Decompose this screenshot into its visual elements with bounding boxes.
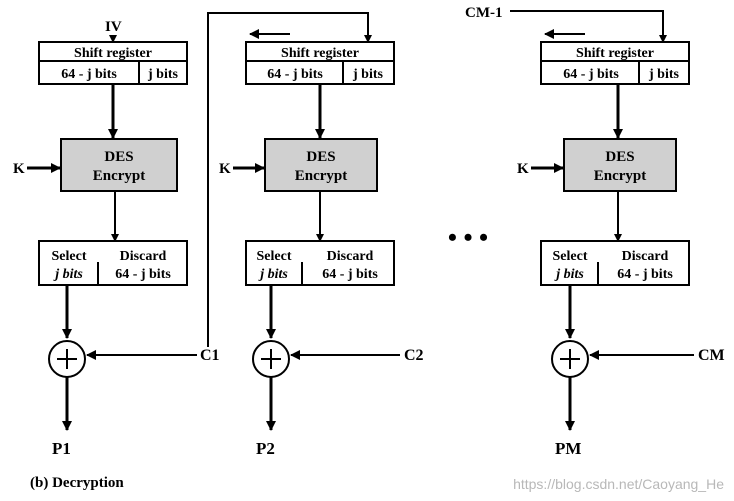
select-discard-box-m [540, 240, 690, 286]
key-label-2: K [219, 161, 231, 177]
shift-register-left-2: 64 - j bits [267, 67, 323, 82]
discard-label-1: Discard [120, 249, 167, 264]
des-encrypt-box-m [563, 138, 677, 192]
ciphertext-label-2: C2 [404, 347, 424, 364]
discard-label-2: Discard [327, 249, 374, 264]
des-label-m: DES [605, 149, 634, 165]
xor-circle-plus-icon [551, 340, 589, 378]
shift-register-left-m: 64 - j bits [563, 67, 619, 82]
select-discard-box-1 [38, 240, 188, 286]
select-bits-label-2: j bits [258, 267, 288, 282]
shift-register-title-m: Shift register [576, 46, 654, 61]
shift-register-right-1: j bits [147, 67, 179, 82]
select-label-2: Select [257, 249, 292, 264]
discard-bits-label-1: 64 - j bits [115, 267, 171, 282]
stage-2: Shift register 64 - j bits j bits DES En… [219, 29, 424, 458]
des-label-2: DES [306, 149, 335, 165]
select-bits-label-1: j bits [53, 267, 83, 282]
shift-register-box-2 [245, 41, 395, 85]
shift-register-box-1 [38, 41, 188, 85]
plaintext-label-1: P1 [52, 439, 71, 458]
ellipsis-dots: • • • [448, 223, 488, 252]
ciphertext-label-m: CM [698, 347, 725, 364]
plaintext-label-m: PM [555, 439, 581, 458]
shift-register-left-1: 64 - j bits [61, 67, 117, 82]
shift-register-title-2: Shift register [281, 46, 359, 61]
shift-register-box-m [540, 41, 690, 85]
stage-1: IV Shift register 64 - j bits j bits DES… [13, 12, 372, 458]
plaintext-label-2: P2 [256, 439, 275, 458]
select-label-1: Select [52, 249, 87, 264]
watermark-url: https://blog.csdn.net/Caoyang_He [513, 476, 724, 492]
feedback-line-cm1 [510, 10, 667, 43]
stage-m: CM-1 Shift register 64 - j bits j bits D… [465, 5, 725, 458]
des-encrypt-label-1: Encrypt [93, 168, 146, 184]
des-label-1: DES [104, 149, 133, 165]
key-label-m: K [517, 161, 529, 177]
des-encrypt-label-m: Encrypt [594, 168, 647, 184]
ciphertext-label-1: C1 [200, 347, 220, 364]
shift-register-title-1: Shift register [74, 46, 152, 61]
key-label-1: K [13, 161, 25, 177]
select-label-m: Select [553, 249, 588, 264]
feedback-line-c1 [207, 12, 372, 347]
figure-caption: (b) Decryption [30, 475, 124, 491]
xor-circle-plus-icon [252, 340, 290, 378]
discard-label-m: Discard [622, 249, 669, 264]
prev-cipher-label: CM-1 [465, 5, 503, 21]
xor-circle-plus-icon [48, 340, 86, 378]
shift-register-right-m: j bits [648, 67, 680, 82]
select-bits-label-m: j bits [554, 267, 584, 282]
discard-bits-label-2: 64 - j bits [322, 267, 378, 282]
des-encrypt-box-1 [60, 138, 178, 192]
shift-register-right-2: j bits [352, 67, 384, 82]
select-discard-box-2 [245, 240, 395, 286]
discard-bits-label-m: 64 - j bits [617, 267, 673, 282]
iv-label: IV [105, 19, 122, 35]
des-encrypt-label-2: Encrypt [295, 168, 348, 184]
